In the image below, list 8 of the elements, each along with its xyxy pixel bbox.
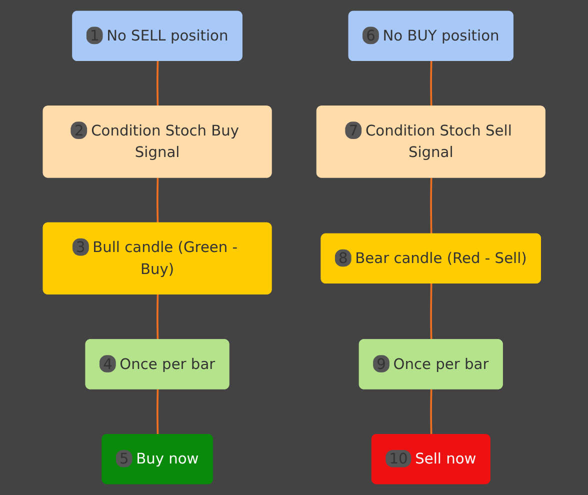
connector	[156, 389, 159, 435]
connector	[430, 284, 432, 340]
connector	[430, 389, 432, 435]
connector	[430, 60, 432, 107]
connector	[156, 294, 159, 340]
connector	[156, 60, 159, 107]
connector	[156, 178, 159, 224]
connector	[430, 178, 432, 234]
